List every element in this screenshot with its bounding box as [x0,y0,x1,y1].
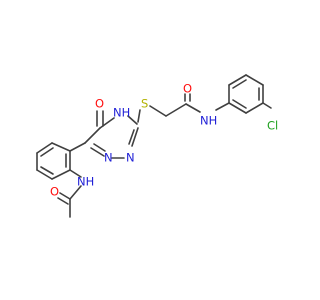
bond-nh-cacyl [69,185,82,200]
bond-c6-n1-double [93,143,106,152]
bond-ar2-c3 [245,74,264,86]
bond-nh-aryl [215,102,230,111]
bond-s-ch2 [149,105,167,117]
atom-oxygen-acetamide: O [50,185,59,199]
bond-c5-c6 [84,127,101,144]
bond-c6-n1 [90,147,105,157]
atom-nitrogen-n2: N [126,151,135,165]
atom-nh-ring: NH [113,106,130,120]
bond-camide-nh [185,103,201,113]
bond-c3-s [137,109,141,123]
bond-ar2-c5 [245,102,264,114]
atom-chlorine: Cl [267,119,278,133]
molecule-structure: O NH S O NH Cl N N NH O [36,74,278,218]
bond-ring-link [69,142,86,152]
atom-nitrogen-n1: N [104,151,113,165]
bond-ch2-camide [165,103,187,117]
bond-ar1-b-inner [40,147,54,157]
bond-ar2-c6-inner [232,99,247,109]
atom-nh-acetamide: NH [77,175,94,189]
molecule-canvas: O NH S O NH Cl N N NH O [36,74,278,218]
bond-ar1-e [51,169,71,180]
atom-oxygen-ketone: O [95,97,104,111]
bond-n4-c3 [127,115,138,125]
bond-ar1-d-inner [40,166,54,175]
atom-oxygen-amide: O [183,82,192,96]
bond-ar1-d [36,169,53,180]
bond-cacyl-o-double [57,197,69,205]
bond-c3-n2 [131,127,139,147]
bond-ar1-b [36,142,53,154]
atom-sulfur: S [141,97,148,111]
bond-c3-n2-double [128,129,135,145]
bond-ar1-a [51,142,71,152]
bond-c5-n4 [99,117,115,129]
atom-nh-amide: NH [200,114,217,128]
bond-ar1-nh [69,169,82,178]
bond-ar2-c2 [228,74,247,86]
bond-ar2-c6 [228,102,247,114]
bond-cacyl-o [59,192,71,200]
bond-ar2-cl [262,102,272,109]
bond-ar2-c2-inner [232,79,247,89]
